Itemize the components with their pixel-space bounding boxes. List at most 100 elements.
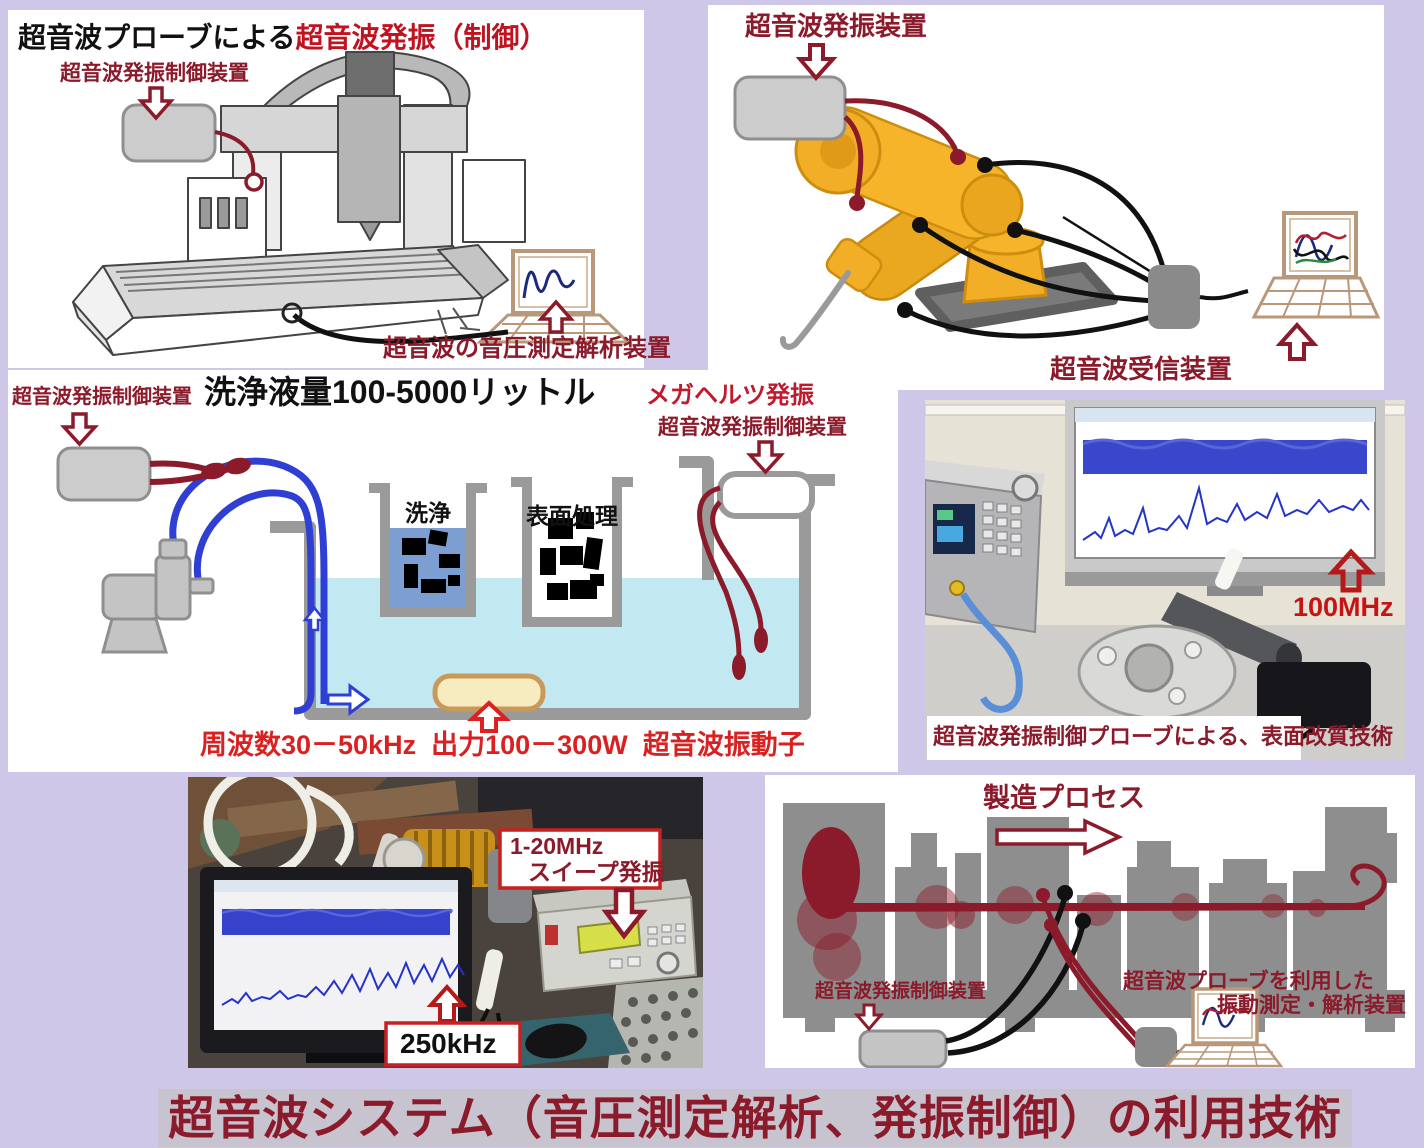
down-arrow-icon bbox=[795, 43, 838, 82]
robot-drawing bbox=[733, 43, 1381, 361]
mouse bbox=[525, 1023, 587, 1059]
cleaning-panel: 洗浄液量100-5000リットル 超音波発振制御装置 メガヘルツ発振 超音波発振… bbox=[8, 370, 898, 772]
up-arrow-icon bbox=[426, 983, 468, 1023]
surface-freq-label: 100MHz bbox=[1293, 592, 1394, 622]
probe-tip bbox=[754, 627, 768, 653]
receiver-box bbox=[1148, 265, 1200, 329]
spindle-box bbox=[337, 95, 401, 223]
process-arrow-icon bbox=[995, 818, 1124, 856]
monitor bbox=[1065, 400, 1385, 596]
down-arrow-icon bbox=[60, 412, 99, 447]
acquisition-box bbox=[1135, 1027, 1177, 1067]
footer-title: 超音波システム（音圧測定解析、発振制御）の利用技術 bbox=[90, 1082, 1420, 1148]
cleaning-title: 洗浄液量100-5000リットル bbox=[204, 374, 596, 410]
generator-knob bbox=[656, 951, 680, 975]
mhz-probes bbox=[697, 485, 764, 659]
flow-right-arrow-icon bbox=[326, 683, 371, 716]
process-controller-box bbox=[858, 1029, 948, 1068]
machining-caption: 超音波の音圧測定解析装置 bbox=[383, 335, 671, 362]
sweep-monitor bbox=[200, 867, 472, 1063]
process-title: 製造プロセス bbox=[983, 783, 1145, 813]
spectrum-trace bbox=[1082, 484, 1370, 541]
tank-partition bbox=[679, 456, 714, 580]
usb-probe bbox=[476, 949, 503, 1011]
measure-cable bbox=[292, 313, 509, 344]
mhz-controller-label: 超音波発振制御装置 bbox=[658, 416, 847, 439]
blue-cable bbox=[960, 592, 1023, 713]
circulation-tubes bbox=[169, 457, 328, 715]
bath1-label: 洗浄 bbox=[405, 500, 451, 526]
bath-walls bbox=[369, 477, 633, 627]
surface-photo-art bbox=[925, 400, 1405, 760]
sweep-label-line2: スイープ発振 bbox=[528, 859, 665, 885]
mhz-box bbox=[717, 471, 815, 519]
bath2-label: 表面処理 bbox=[526, 503, 618, 529]
controller-box bbox=[121, 103, 217, 163]
oscillator-cable-1 bbox=[844, 98, 960, 154]
sweep-photo: 1-20MHz スイープ発振 250kHz bbox=[188, 777, 703, 1068]
laptop-keyboard bbox=[1164, 1043, 1284, 1068]
process-controller-label: 超音波発振制御装置 bbox=[815, 981, 987, 1002]
up-arrow-icon bbox=[1327, 548, 1376, 593]
machining-title-black: 超音波プローブによる bbox=[18, 22, 296, 53]
laptop-receiver bbox=[1251, 211, 1381, 319]
robot-receiver-label: 超音波受信装置 bbox=[1050, 354, 1233, 384]
material-curl bbox=[1349, 863, 1387, 909]
signal-generator bbox=[925, 460, 1045, 713]
monitor-stand bbox=[1207, 586, 1263, 596]
oscillator-cable-2 bbox=[843, 115, 864, 198]
down-arrow-icon bbox=[746, 440, 785, 475]
controller-cable bbox=[214, 130, 256, 175]
bath1-parts bbox=[402, 529, 460, 593]
cleaning-drawing bbox=[56, 412, 835, 733]
sweep-label-line1: 1-20MHz bbox=[510, 833, 604, 859]
machining-panel: 超音波プローブによる超音波発振（制御） 超音波発振制御装置 超音波の音圧測定解析… bbox=[8, 10, 671, 368]
freq-label-box bbox=[384, 1021, 522, 1067]
spindle-tip bbox=[359, 221, 381, 241]
up-arrow-icon bbox=[537, 299, 575, 334]
down-arrow-icon bbox=[137, 86, 175, 121]
probe-ring bbox=[244, 172, 264, 192]
machining-title-red: 超音波発振（制御） bbox=[295, 22, 548, 53]
robot-panel: 超音波発振装置 超音波受信装置 bbox=[708, 5, 1384, 390]
saddle bbox=[437, 244, 509, 299]
machine-foot bbox=[437, 307, 481, 335]
sweep-label-box bbox=[498, 828, 662, 890]
footer-title-text: 超音波システム（音圧測定解析、発振制御）の利用技術 bbox=[158, 1089, 1352, 1147]
cleaning-controller-box bbox=[56, 446, 152, 502]
laptop-analyzer bbox=[1164, 987, 1284, 1068]
cleaning-controller-label: 超音波発振制御装置 bbox=[12, 386, 192, 408]
process-panel: 製造プロセス 超音波発振制御装置 超音波プローブを利用した 振動測定・解析装置 bbox=[765, 775, 1415, 1068]
power-switch bbox=[545, 925, 558, 945]
waveform-trace bbox=[522, 269, 576, 299]
flow-up-arrow-icon bbox=[302, 605, 327, 632]
bath2-parts bbox=[540, 512, 604, 600]
pico-box bbox=[1257, 662, 1371, 728]
bath1-liquid bbox=[390, 528, 466, 612]
metal-parts bbox=[1077, 592, 1302, 720]
vibrator-arrow-icon bbox=[466, 700, 512, 733]
machining-drawing bbox=[72, 51, 632, 356]
bnc-connector bbox=[949, 580, 965, 596]
robot-oscillator-label: 超音波発振装置 bbox=[745, 11, 928, 41]
probe-tip bbox=[732, 654, 746, 680]
up-arrow-icon bbox=[1275, 322, 1319, 361]
oscillator-box bbox=[733, 75, 847, 141]
down-arrow-icon bbox=[601, 887, 648, 940]
probe-clamp bbox=[1215, 548, 1243, 590]
process-analyzer-label1: 超音波プローブを利用した bbox=[1123, 970, 1374, 993]
material-flow bbox=[797, 827, 1387, 981]
pump bbox=[101, 538, 215, 654]
process-analyzer-label2: 振動測定・解析装置 bbox=[1217, 994, 1406, 1017]
process-drawing bbox=[783, 803, 1405, 1068]
robot-probe bbox=[779, 270, 851, 350]
mhz-label: メガヘルツ発振 bbox=[646, 382, 814, 409]
right-cabinet bbox=[462, 159, 526, 243]
surface-caption: 超音波発振制御プローブによる、表面改質技術 bbox=[933, 724, 1394, 749]
sweep-photo-art bbox=[188, 777, 703, 1068]
sweep-freq-label: 250kHz bbox=[400, 1028, 497, 1059]
machining-controller-label: 超音波発振制御装置 bbox=[60, 62, 249, 85]
cleaning-caption: 周波数30－50kHz 出力100－300W 超音波振動子 bbox=[200, 730, 805, 760]
machining-title: 超音波プローブによる超音波発振（制御） bbox=[18, 22, 548, 54]
